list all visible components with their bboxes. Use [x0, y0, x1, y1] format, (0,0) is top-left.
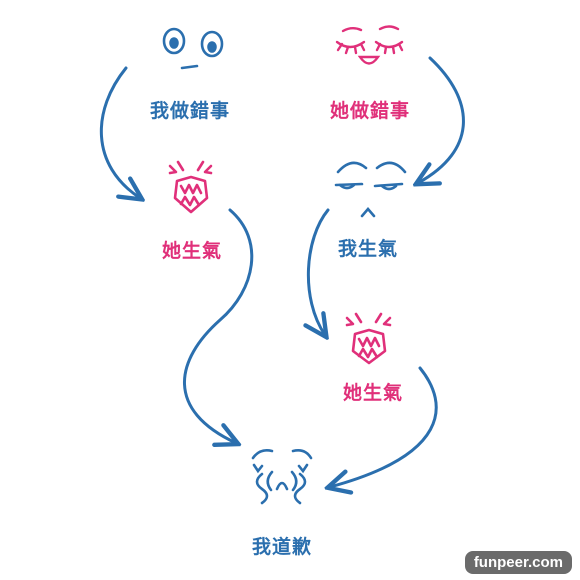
crying-face-icon: [251, 449, 313, 505]
worried-face-icon: [162, 27, 224, 70]
node-she-angry-right: 她生氣: [343, 382, 404, 404]
arrow-she-wrong-to-me-angry: [418, 56, 465, 183]
arrow-she-angry-to-me-apologize: [183, 208, 254, 443]
node-me-apologize: 我道歉: [252, 536, 313, 558]
arrow-me-angry-to-she-angry: [308, 208, 330, 335]
angry-face-icon: [168, 160, 213, 214]
node-she-wrong: 她做錯事: [330, 100, 411, 122]
angry-face-icon-2: [345, 312, 392, 365]
happy-face-icon: [335, 25, 404, 65]
annoyed-face-icon: [334, 161, 407, 218]
node-she-angry-left: 她生氣: [162, 240, 223, 262]
watermark-badge: funpeer.com: [464, 551, 572, 574]
arrow-she-angry-to-me-apologize-right: [330, 366, 438, 487]
node-me-angry: 我生氣: [338, 238, 399, 260]
arrow-me-wrong-to-she-angry: [99, 66, 140, 198]
node-me-wrong: 我做錯事: [150, 100, 231, 122]
